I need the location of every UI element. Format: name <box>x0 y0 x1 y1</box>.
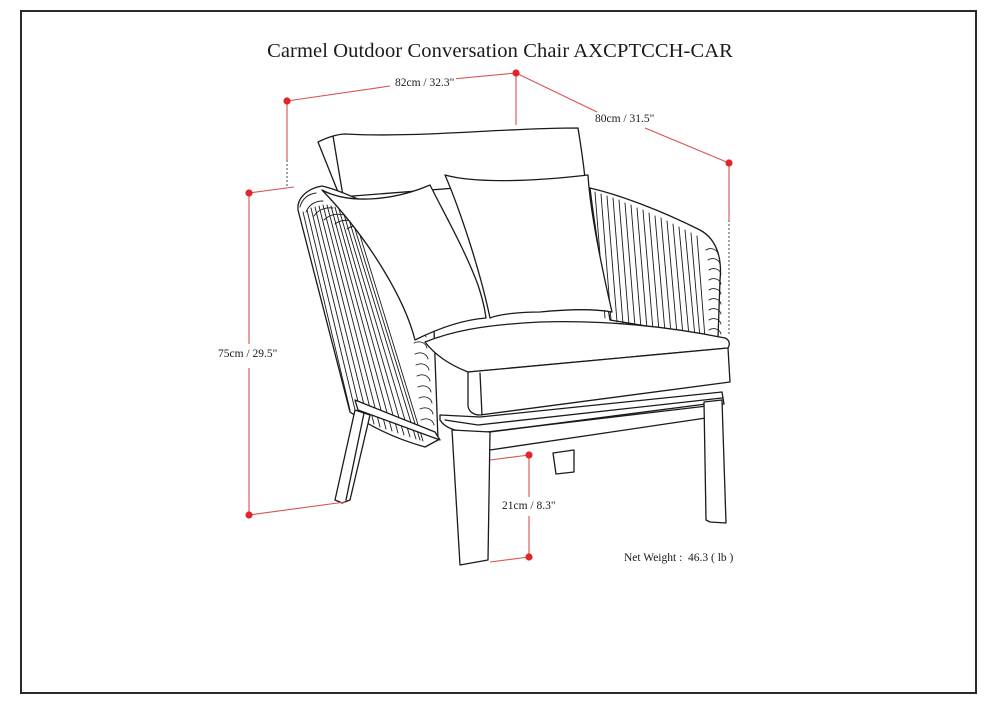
product-title: Carmel Outdoor Conversation Chair AXCPTC… <box>267 40 733 62</box>
seat-cushion-front <box>467 347 731 416</box>
back-cushion <box>317 127 586 198</box>
net-weight-value: 46.3 ( lb ) <box>688 552 734 564</box>
front-left-leg <box>451 429 491 566</box>
seat-clearance-dimension-label: 21cm / 8.3" <box>500 500 558 512</box>
depth-dimension-label: 80cm / 31.5" <box>593 113 657 125</box>
net-weight: Net Weight : 46.3 ( lb ) <box>624 552 733 564</box>
back-right-leg-stub <box>552 449 575 475</box>
front-right-leg <box>703 399 727 524</box>
left-back-leg <box>334 409 371 504</box>
dimension-dots <box>245 69 733 561</box>
height-dimension-label: 75cm / 29.5" <box>216 348 280 360</box>
right-pillow <box>444 174 613 319</box>
right-weave-panel <box>589 187 722 339</box>
seat-cushion-top <box>424 320 730 373</box>
drawing-frame <box>20 10 977 694</box>
net-weight-label: Net Weight : <box>624 552 683 564</box>
width-dimension-label: 82cm / 32.3" <box>393 77 457 89</box>
left-pillow <box>321 184 487 341</box>
